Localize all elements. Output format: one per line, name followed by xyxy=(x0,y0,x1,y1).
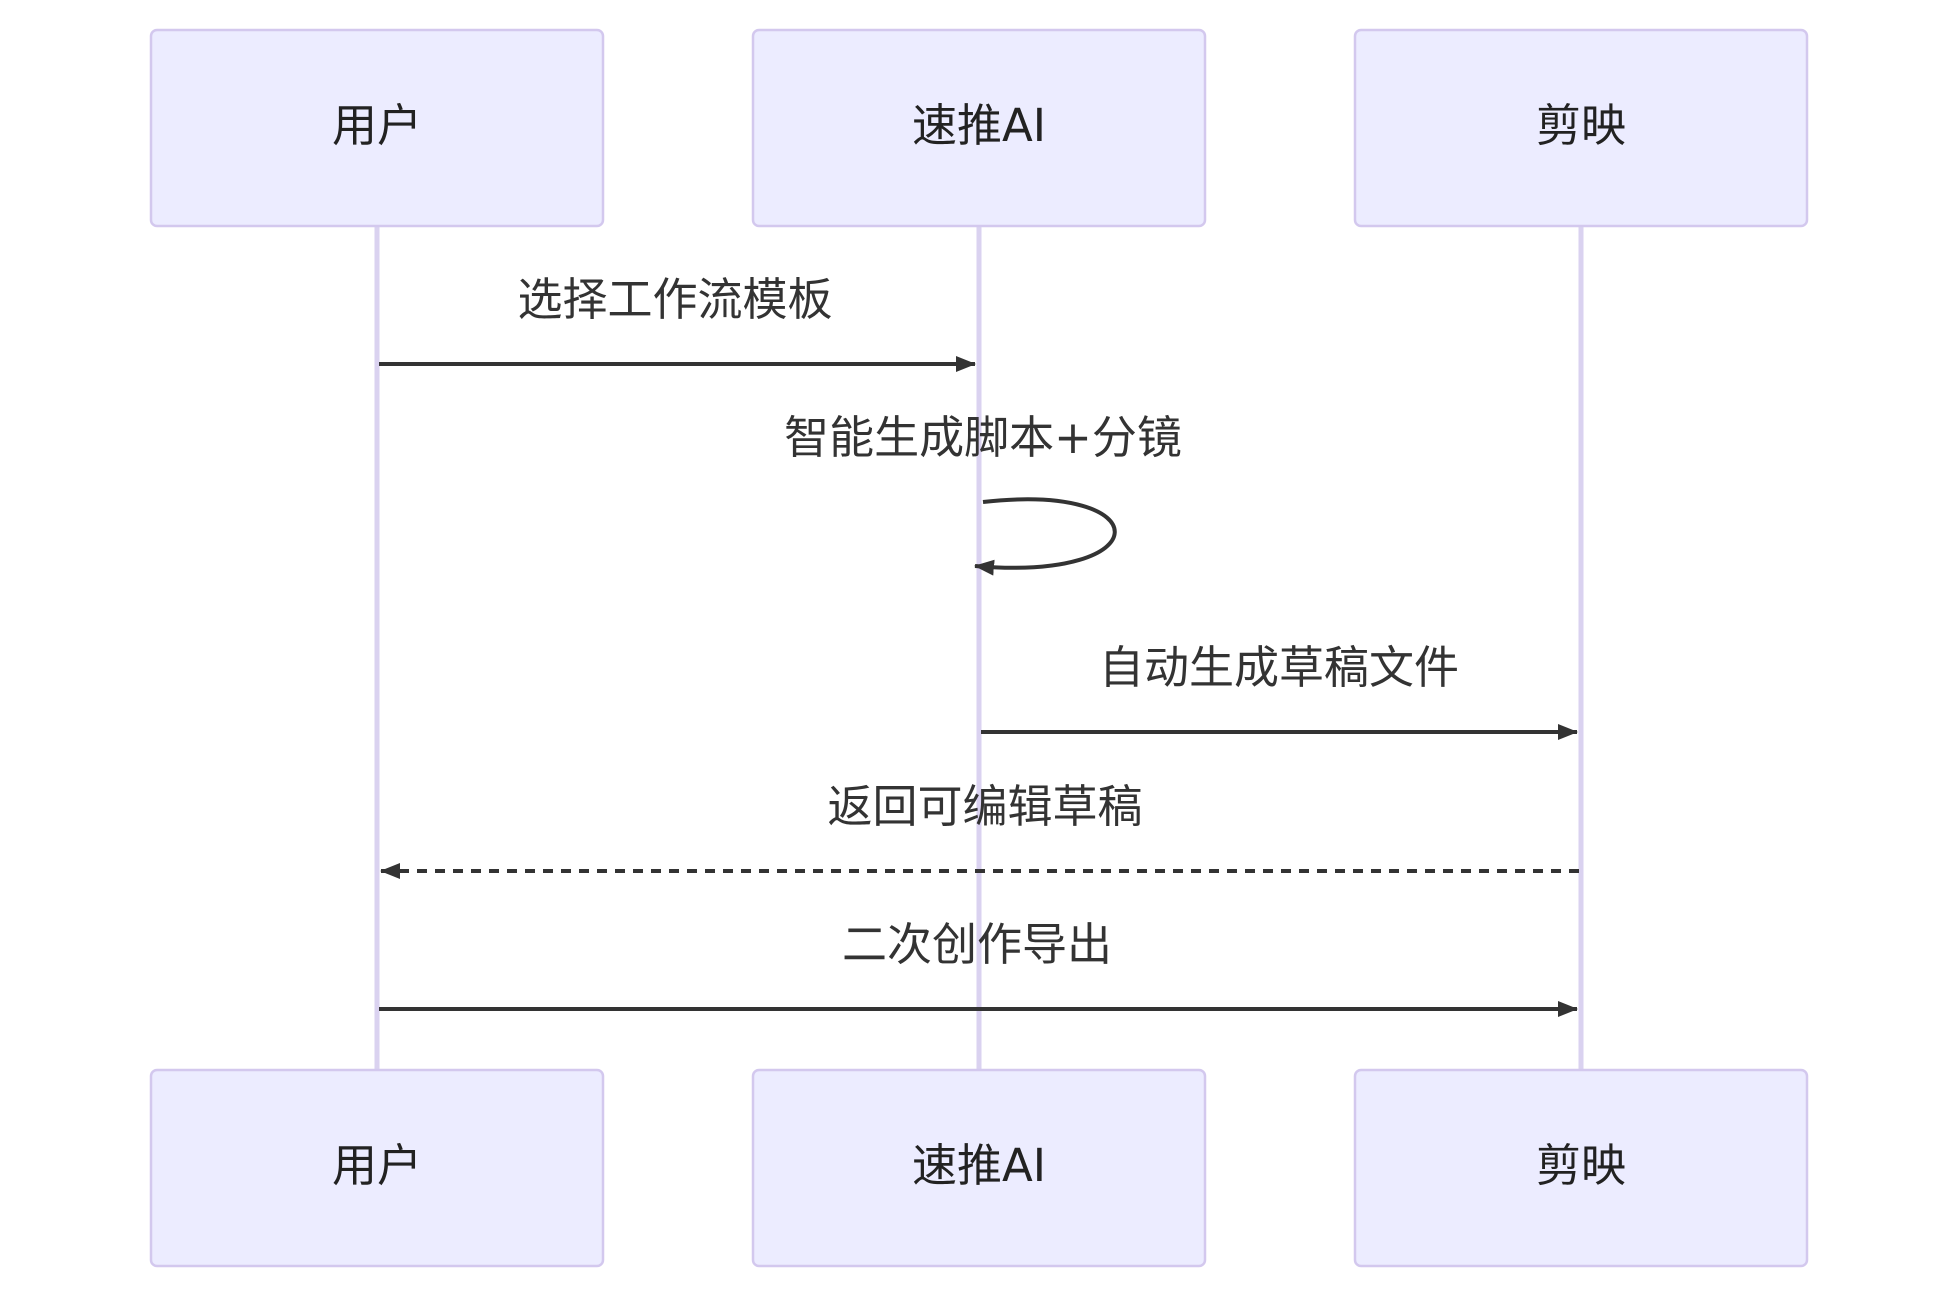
actor-bottom-sutui: 速推AI xyxy=(751,1068,1207,1268)
message-select-template: 选择工作流模板 xyxy=(379,273,976,372)
actor-bottom-jianying: 剪映 xyxy=(1353,1068,1809,1268)
actor-bottom-user: 用户 xyxy=(149,1068,605,1268)
self-loop-arrow xyxy=(974,497,1117,576)
message-self-generate: 智能生成脚本+分镜 xyxy=(784,411,1182,576)
message-generate-draft: 自动生成草稿文件 xyxy=(981,641,1578,740)
actor-label: 速推AI xyxy=(912,99,1046,152)
actor-top-sutui: 速推AI xyxy=(751,28,1207,228)
actor-top-jianying: 剪映 xyxy=(1353,28,1809,228)
actor-top-user: 用户 xyxy=(149,28,605,228)
actor-label: 剪映 xyxy=(1536,99,1626,152)
actor-label: 速推AI xyxy=(912,1139,1046,1192)
actor-label: 剪映 xyxy=(1536,1139,1626,1192)
actor-label: 用户 xyxy=(332,99,422,152)
message-label: 二次创作导出 xyxy=(842,918,1112,971)
actor-label: 用户 xyxy=(332,1139,422,1192)
message-label: 智能生成脚本+分镜 xyxy=(784,411,1182,464)
message-return-draft: 返回可编辑草稿 xyxy=(380,780,1579,879)
message-label: 选择工作流模板 xyxy=(517,273,832,326)
message-label: 自动生成草稿文件 xyxy=(1099,641,1459,694)
message-export: 二次创作导出 xyxy=(379,918,1578,1017)
message-label: 返回可编辑草稿 xyxy=(827,780,1142,833)
